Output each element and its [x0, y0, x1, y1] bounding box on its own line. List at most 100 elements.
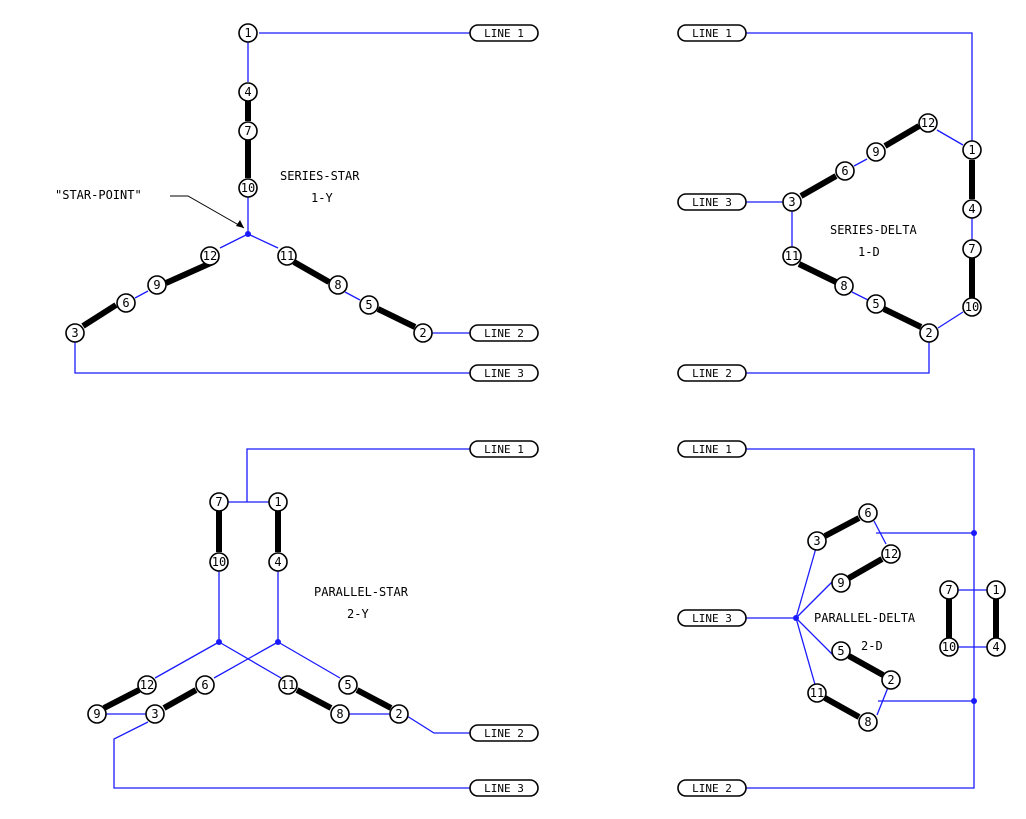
- wire-8-5: [344, 291, 361, 301]
- svg-text:7: 7: [968, 242, 975, 256]
- coil-6-3: [799, 173, 838, 199]
- line2-label: LINE 2: [469, 324, 539, 342]
- svg-text:LINE 3: LINE 3: [484, 367, 524, 380]
- terminal-4: 4: [238, 82, 258, 102]
- parallel-delta-code: 2-D: [861, 639, 883, 653]
- line2-label: LINE 2: [469, 724, 539, 742]
- wire-junction-5: [795, 617, 836, 658]
- terminal-6: 6: [116, 293, 136, 313]
- line1-label: LINE 1: [469, 440, 539, 458]
- terminal-9: 9: [831, 573, 851, 593]
- wire-line1: [246, 448, 470, 502]
- svg-text:7: 7: [244, 124, 251, 138]
- svg-text:11: 11: [810, 686, 824, 700]
- svg-text:12: 12: [140, 678, 154, 692]
- terminal-5: 5: [866, 294, 886, 314]
- svg-text:12: 12: [921, 116, 935, 130]
- svg-text:LINE 3: LINE 3: [692, 612, 732, 625]
- terminal-1: 1: [268, 492, 288, 512]
- terminal-7: 7: [939, 580, 959, 600]
- parallel-delta-title: PARALLEL-DELTA: [814, 611, 916, 625]
- line2-label: LINE 2: [677, 364, 747, 382]
- terminal-11: 11: [782, 246, 802, 266]
- svg-text:2: 2: [419, 326, 426, 340]
- wire-8-5: [851, 291, 869, 301]
- line3-label: LINE 3: [677, 609, 747, 627]
- wire-starA-11: [218, 641, 282, 679]
- svg-text:9: 9: [872, 145, 879, 159]
- terminal-10: 10: [209, 552, 229, 572]
- series-delta-diagram: SERIES-DELTA 1-D 12 1 9 6 3 4 7 11 8 10 …: [677, 24, 982, 382]
- svg-text:5: 5: [837, 644, 844, 658]
- terminal-9: 9: [866, 142, 886, 162]
- terminal-6: 6: [835, 161, 855, 181]
- svg-text:9: 9: [153, 278, 160, 292]
- svg-text:1: 1: [968, 143, 975, 157]
- coil-12-9: [164, 259, 215, 286]
- svg-text:3: 3: [788, 195, 795, 209]
- svg-text:LINE 2: LINE 2: [484, 727, 524, 740]
- svg-text:6: 6: [201, 678, 208, 692]
- svg-text:3: 3: [71, 326, 78, 340]
- coil-11-8: [823, 695, 861, 720]
- svg-text:10: 10: [942, 640, 956, 654]
- parallel-star-diagram: PARALLEL-STAR 2-Y 7 1 10 4 12 6 11 5 9 3…: [87, 440, 539, 797]
- wire-2-line2: [406, 715, 470, 734]
- wire-junction-11: [795, 617, 817, 689]
- svg-text:3: 3: [151, 707, 158, 721]
- coil-3-6: [823, 515, 861, 539]
- coil-12-9: [883, 123, 921, 149]
- terminal-9: 9: [87, 704, 107, 724]
- line1-label: LINE 1: [677, 440, 747, 458]
- svg-text:LINE 2: LINE 2: [484, 327, 524, 340]
- series-delta-code: 1-D: [858, 245, 880, 259]
- svg-text:10: 10: [212, 555, 226, 569]
- terminal-1: 1: [238, 23, 258, 43]
- wire-star-12: [219, 233, 249, 249]
- coil-11-8: [292, 259, 331, 285]
- star-point-label: "STAR-POINT": [55, 188, 142, 202]
- svg-text:LINE 1: LINE 1: [484, 443, 524, 456]
- terminal-3: 3: [145, 704, 165, 724]
- svg-text:7: 7: [945, 583, 952, 597]
- star-point-arrowhead: [236, 220, 244, 228]
- svg-text:LINE 3: LINE 3: [692, 196, 732, 209]
- terminal-4: 4: [986, 637, 1006, 657]
- svg-text:4: 4: [992, 640, 999, 654]
- svg-text:8: 8: [840, 279, 847, 293]
- terminal-3: 3: [807, 531, 827, 551]
- wire-line1-1: [746, 32, 973, 141]
- star-point-b: [275, 639, 281, 645]
- upper-bus-junction: [971, 530, 977, 536]
- terminal-7: 7: [962, 239, 982, 259]
- terminal-1: 1: [986, 580, 1006, 600]
- svg-text:LINE 2: LINE 2: [692, 782, 732, 795]
- svg-text:1: 1: [244, 26, 251, 40]
- star-point-leader: [170, 195, 245, 229]
- series-delta-title: SERIES-DELTA: [830, 223, 917, 237]
- terminal-4: 4: [962, 199, 982, 219]
- svg-text:LINE 3: LINE 3: [484, 782, 524, 795]
- svg-text:11: 11: [280, 249, 294, 263]
- terminal-4: 4: [268, 552, 288, 572]
- terminal-12: 12: [881, 544, 901, 564]
- svg-text:LINE 1: LINE 1: [692, 27, 732, 40]
- coil-11-8: [797, 261, 838, 285]
- parallel-star-title: PARALLEL-STAR: [314, 585, 409, 599]
- svg-text:1: 1: [274, 495, 281, 509]
- svg-text:9: 9: [837, 576, 844, 590]
- line2-label: LINE 2: [677, 779, 747, 797]
- terminal-5: 5: [831, 641, 851, 661]
- coil-11-8: [295, 687, 333, 711]
- wire-junction-3: [795, 547, 817, 619]
- line3-label: LINE 3: [677, 193, 747, 211]
- wire-3-line3: [74, 342, 470, 374]
- svg-text:8: 8: [864, 715, 871, 729]
- svg-text:LINE 1: LINE 1: [692, 443, 732, 456]
- svg-text:LINE 2: LINE 2: [692, 367, 732, 380]
- svg-text:10: 10: [965, 300, 979, 314]
- terminal-12: 12: [137, 675, 157, 695]
- terminal-2: 2: [919, 323, 939, 343]
- wire-starB-5: [277, 641, 341, 679]
